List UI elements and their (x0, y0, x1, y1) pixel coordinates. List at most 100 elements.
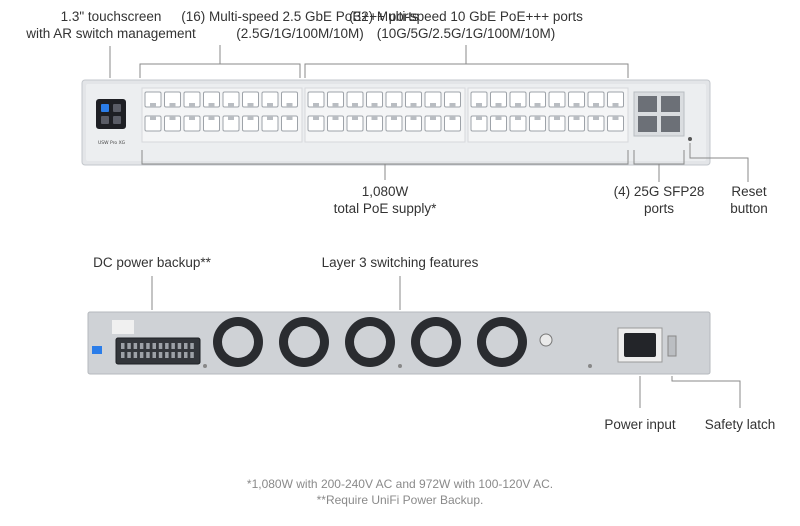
bracket-ports-10g (304, 63, 629, 78)
dc-pin (127, 343, 131, 349)
screw (398, 364, 402, 368)
rj45-port-latch (313, 103, 319, 107)
screw (203, 364, 207, 368)
rj45-port-latch (495, 116, 502, 120)
rj45-port-latch (332, 103, 339, 107)
model-label: USW Pro XG (98, 140, 126, 146)
rj45-port-latch (391, 116, 397, 120)
rj45-port-latch (150, 116, 156, 120)
dc-power-backup-connector (115, 337, 201, 365)
ubiquiti-logo (539, 333, 553, 347)
fan-hub (486, 326, 518, 358)
sfp28-port (661, 96, 680, 112)
rj45-port-latch (189, 116, 195, 120)
label-ports-10g: (32) Multi-speed 10 GbE PoE+++ ports (10… (349, 9, 583, 41)
rj45-port-latch (247, 116, 254, 120)
dc-pin (158, 352, 163, 358)
dc-pin (184, 352, 188, 358)
label-reset: Reset button (730, 184, 768, 216)
rj45-port-latch (189, 103, 195, 107)
rj45-port-latch (476, 103, 482, 107)
rj45-port-latch (169, 103, 176, 107)
rj45-port-latch (169, 116, 176, 120)
rear-port-tab (92, 346, 102, 354)
label-sfp28: (4) 25G SFP28 ports (613, 184, 705, 216)
fan-hub (420, 326, 452, 358)
dc-pin (139, 343, 144, 349)
rj45-port-latch (593, 103, 599, 107)
touchscreen-icon-c (101, 116, 109, 124)
rj45-port-latch (228, 103, 234, 107)
fan-hub (354, 326, 386, 358)
rj45-port-latch (612, 116, 619, 120)
label-safety-latch: Safety latch (704, 417, 776, 432)
touchscreen-display (96, 99, 126, 129)
dc-pin (158, 343, 163, 349)
rj45-port-latch (554, 103, 560, 107)
touchscreen-icon-d (113, 116, 121, 124)
dc-pin (152, 343, 156, 349)
label-dc-backup: DC power backup** (93, 255, 211, 270)
rj45-port-latch (495, 103, 502, 107)
rj45-port-latch (449, 103, 456, 107)
rj45-port-latch (612, 103, 619, 107)
fan-row (213, 317, 527, 367)
rj45-port-latch (593, 116, 599, 120)
dc-pin (171, 352, 175, 358)
rj45-port-latch (573, 103, 580, 107)
dc-pin (152, 352, 156, 358)
dc-pin (184, 343, 188, 349)
footnote-power-backup: **Require UniFi Power Backup. (316, 493, 484, 507)
dc-connector-pins (121, 343, 194, 358)
dc-pin (121, 352, 125, 358)
rj45-port-latch (449, 116, 456, 120)
rj45-port-latch (208, 103, 215, 107)
rj45-port-latch (534, 116, 541, 120)
rj45-port-latch (554, 116, 560, 120)
rj45-port-latch (352, 116, 358, 120)
label-poe-supply: 1,080W total PoE supply* (333, 184, 437, 216)
rj45-port-latch (534, 103, 541, 107)
rj45-port-latch (515, 116, 521, 120)
rj45-port-latch (267, 116, 273, 120)
fan-hub (288, 326, 320, 358)
dc-pin (165, 352, 169, 358)
rj45-port-latch (286, 116, 293, 120)
screw (588, 364, 592, 368)
rj45-port-latch (150, 103, 156, 107)
rj45-port-latch (208, 116, 215, 120)
dc-pin (133, 352, 138, 358)
dc-pin (177, 352, 182, 358)
rj45-port-latch (573, 116, 580, 120)
rj45-port-latch (313, 116, 319, 120)
touchscreen-icon-a (101, 104, 109, 112)
footnote-poe: *1,080W with 200-240V AC and 972W with 1… (246, 477, 554, 491)
rj45-port-latch (515, 103, 521, 107)
label-layer3: Layer 3 switching features (321, 255, 479, 270)
rj45-port-latch (228, 116, 234, 120)
rear-label-sticker (112, 320, 134, 334)
dc-pin (133, 343, 138, 349)
rj45-port-latch (430, 116, 436, 120)
rj45-port-latch (332, 116, 339, 120)
rj45-port-latch (430, 103, 436, 107)
rj45-port-latch (476, 116, 482, 120)
dc-pin (165, 343, 169, 349)
dc-pin (190, 352, 194, 358)
label-ports-25g: (16) Multi-speed 2.5 GbE PoE+++ ports (2… (181, 9, 419, 41)
leader-safety-latch (671, 376, 741, 408)
rj45-port-latch (371, 116, 378, 120)
rj45-port-latch (267, 103, 273, 107)
rj45-port-grid (144, 91, 624, 132)
dc-pin (146, 352, 150, 358)
sfp28-port (661, 116, 680, 132)
power-inlet-socket (624, 333, 656, 357)
rj45-port-latch (247, 103, 254, 107)
rj45-port-latch (391, 103, 397, 107)
dc-pin (121, 343, 125, 349)
dc-pin (177, 343, 182, 349)
rj45-port-latch (410, 116, 417, 120)
rj45-port-latch (352, 103, 358, 107)
